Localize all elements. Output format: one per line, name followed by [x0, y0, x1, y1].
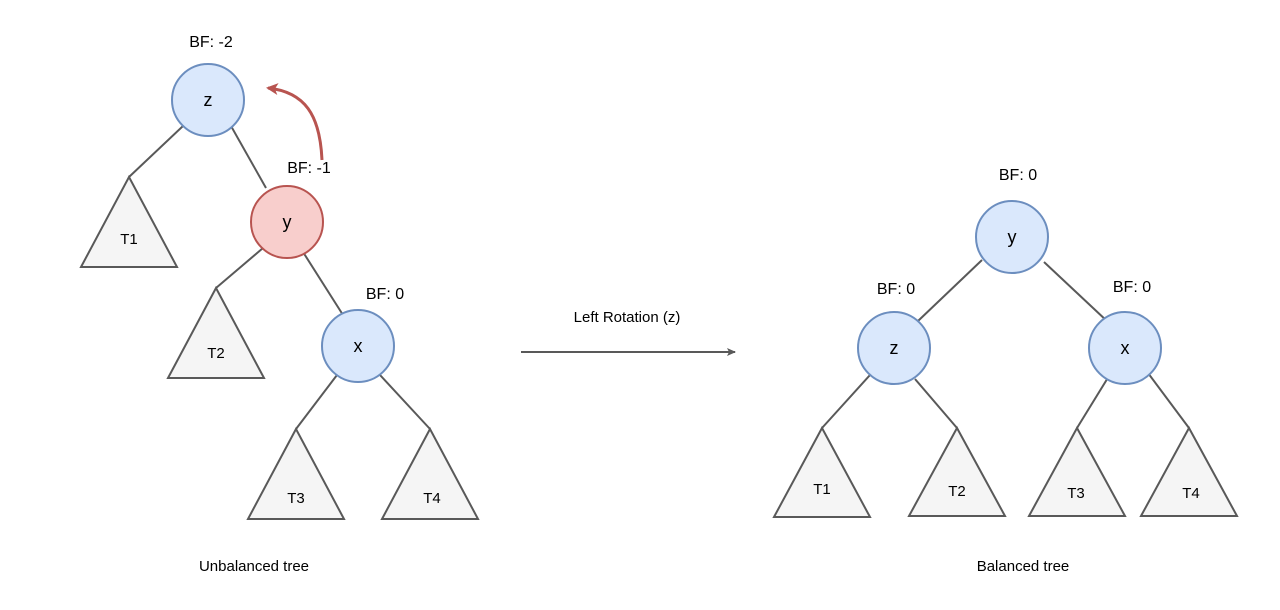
edge-y-x: [1043, 261, 1109, 323]
edge-y-t2: [215, 247, 264, 289]
node-y-circle: [250, 185, 324, 259]
balanced-subtree-t1: T1: [772, 425, 872, 518]
edge-z-y: [230, 125, 267, 189]
balanced-subtree-t4-triangle: [1139, 425, 1239, 517]
node-x: BF: 0 x: [321, 286, 404, 383]
node-x-balance-factor: BF: 0: [366, 286, 404, 303]
subtree-t1: T1: [79, 174, 179, 268]
balanced-tree-caption: Balanced tree: [977, 558, 1070, 575]
unbalanced-tree: T1 T2 T3 T4 BF: -2 z BF: -1 y BF: 0: [79, 34, 480, 575]
balanced-subtree-t1-triangle: [772, 425, 872, 518]
balanced-node-y-label: y: [1008, 227, 1017, 247]
subtree-t1-triangle: [79, 174, 179, 268]
subtree-t3-triangle: [246, 426, 346, 520]
node-z-circle: [171, 63, 245, 137]
balanced-node-y-circle: [975, 200, 1049, 274]
edge-x-t3: [1076, 375, 1110, 429]
subtree-t2-label: T2: [207, 345, 225, 362]
balanced-subtree-t2-triangle: [907, 425, 1007, 517]
balanced-node-x-balance-factor: BF: 0: [1113, 279, 1151, 296]
unbalanced-tree-caption: Unbalanced tree: [199, 558, 309, 575]
balanced-node-z-circle: [857, 311, 931, 385]
operation: Left Rotation (z): [521, 309, 736, 356]
edge-y-z: [917, 259, 983, 322]
balanced-tree: T1 T2 T3 T4 BF: 0 y BF: 0 z BF: 0: [772, 167, 1239, 575]
rotation-arrow: [266, 83, 324, 161]
balanced-subtree-t2-label: T2: [948, 483, 966, 500]
node-z-label: z: [204, 90, 213, 110]
balanced-subtree-t4-label: T4: [1182, 485, 1200, 502]
edge-x-t4: [379, 374, 431, 430]
balanced-subtree-t4: T4: [1139, 425, 1239, 517]
balanced-node-z-label: z: [890, 338, 899, 358]
balanced-node-y-balance-factor: BF: 0: [999, 167, 1037, 184]
edge-z-t2: [914, 378, 958, 429]
node-y-balance-factor: BF: -1: [287, 160, 331, 177]
balanced-subtree-t3-triangle: [1027, 425, 1127, 517]
edge-z-t1: [128, 125, 184, 178]
subtree-t1-label: T1: [120, 231, 138, 248]
edge-x-t3: [295, 374, 338, 430]
edge-z-t1: [821, 374, 871, 429]
edge-x-t4: [1147, 372, 1190, 429]
balanced-subtree-t2: T2: [907, 425, 1007, 517]
subtree-t2-triangle: [166, 285, 266, 379]
balanced-node-x: BF: 0 x: [1088, 279, 1162, 385]
subtree-t4-triangle: [380, 426, 480, 520]
subtree-t4: T4: [380, 426, 480, 520]
balanced-node-z-balance-factor: BF: 0: [877, 281, 915, 298]
balanced-node-y: BF: 0 y: [975, 167, 1049, 274]
subtree-t2: T2: [166, 285, 266, 379]
edge-y-x: [302, 251, 344, 316]
subtree-t3: T3: [246, 426, 346, 520]
balanced-subtree-t3: T3: [1027, 425, 1127, 517]
node-y: BF: -1 y: [250, 160, 331, 259]
balanced-subtree-t3-label: T3: [1067, 485, 1085, 502]
balanced-node-x-circle: [1088, 311, 1162, 385]
balanced-subtree-t1-label: T1: [813, 481, 831, 498]
balanced-node-z: BF: 0 z: [857, 281, 931, 385]
balanced-node-x-label: x: [1121, 338, 1130, 358]
operation-label: Left Rotation (z): [574, 309, 681, 326]
subtree-t4-label: T4: [423, 490, 441, 507]
node-z-balance-factor: BF: -2: [189, 34, 233, 51]
node-x-circle: [321, 309, 395, 383]
node-y-label: y: [283, 212, 292, 232]
subtree-t3-label: T3: [287, 490, 305, 507]
node-z: BF: -2 z: [171, 34, 245, 137]
node-x-label: x: [354, 336, 363, 356]
